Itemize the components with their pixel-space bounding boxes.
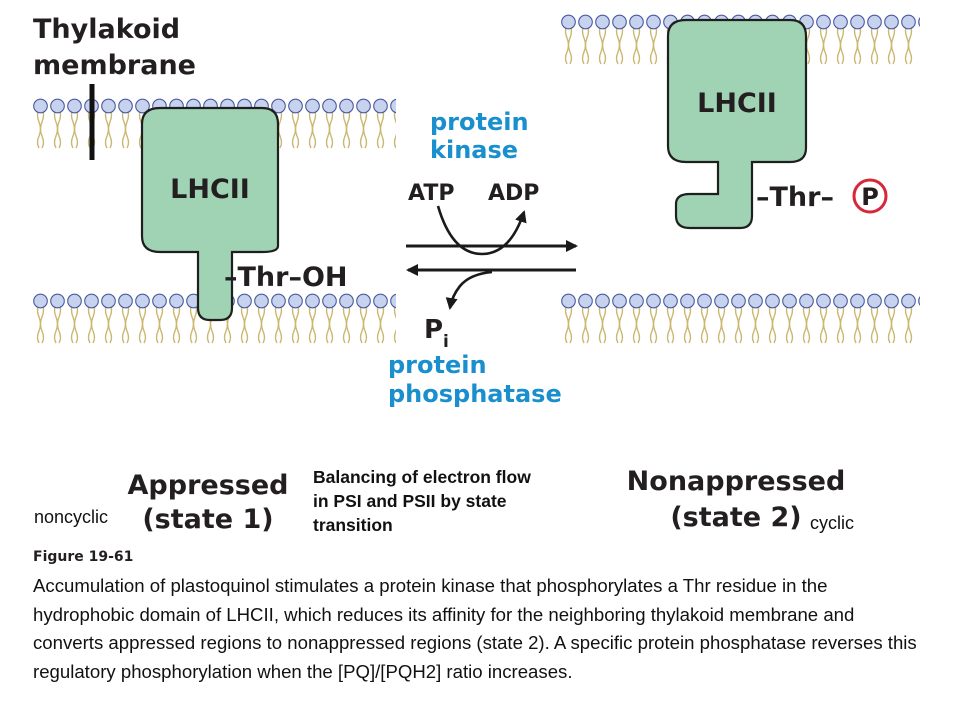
state1-label: (state 1) [142, 504, 273, 535]
lhcii-label-left: LHCII [170, 174, 250, 205]
atp-adp-arrow [436, 205, 527, 256]
balancing-note: Balancing of electron flow in PSI and PS… [313, 465, 531, 537]
adp-label: ADP [488, 181, 539, 206]
balancing-note-line2: in PSI and PSII by state [313, 491, 507, 511]
protein-phosphatase-line2: phosphatase [388, 380, 562, 408]
pi-label: P [424, 315, 443, 345]
pi-release-arrow [445, 270, 493, 310]
phosphate-circle [852, 178, 888, 214]
left-lower-membrane [32, 293, 396, 447]
thylakoid-label-line1: Thylakoid [33, 14, 180, 45]
lhcii-protein-left [140, 106, 280, 322]
phosphate-symbol: P [861, 183, 879, 211]
cyclic-label: cyclic [810, 513, 854, 533]
balancing-note-line1: Balancing of electron flow [313, 467, 531, 487]
appressed-label: Appressed [128, 470, 289, 501]
right-lower-membrane [560, 293, 920, 447]
figure-number: Figure 19-61 [33, 549, 133, 565]
protein-phosphatase-line1: protein [388, 351, 487, 379]
protein-kinase-line1: protein [430, 108, 529, 136]
protein-kinase-line2: kinase [430, 136, 518, 164]
lhcii-protein-right [666, 18, 808, 230]
pi-subscript: i [443, 332, 449, 352]
noncyclic-label: noncyclic [34, 507, 109, 527]
atp-label: ATP [408, 181, 454, 206]
figure-caption: Accumulation of plastoquinol stimulates … [33, 575, 917, 682]
thylakoid-label-line2: membrane [33, 50, 196, 81]
nonappressed-label: Nonappressed [627, 466, 846, 497]
thr-oh-label: –Thr–OH [224, 262, 348, 293]
lhcii-label-right: LHCII [697, 88, 777, 119]
state2-label: (state 2) [670, 502, 801, 533]
thr-p-label: –Thr– [756, 182, 834, 213]
balancing-note-line3: transition [313, 515, 393, 535]
